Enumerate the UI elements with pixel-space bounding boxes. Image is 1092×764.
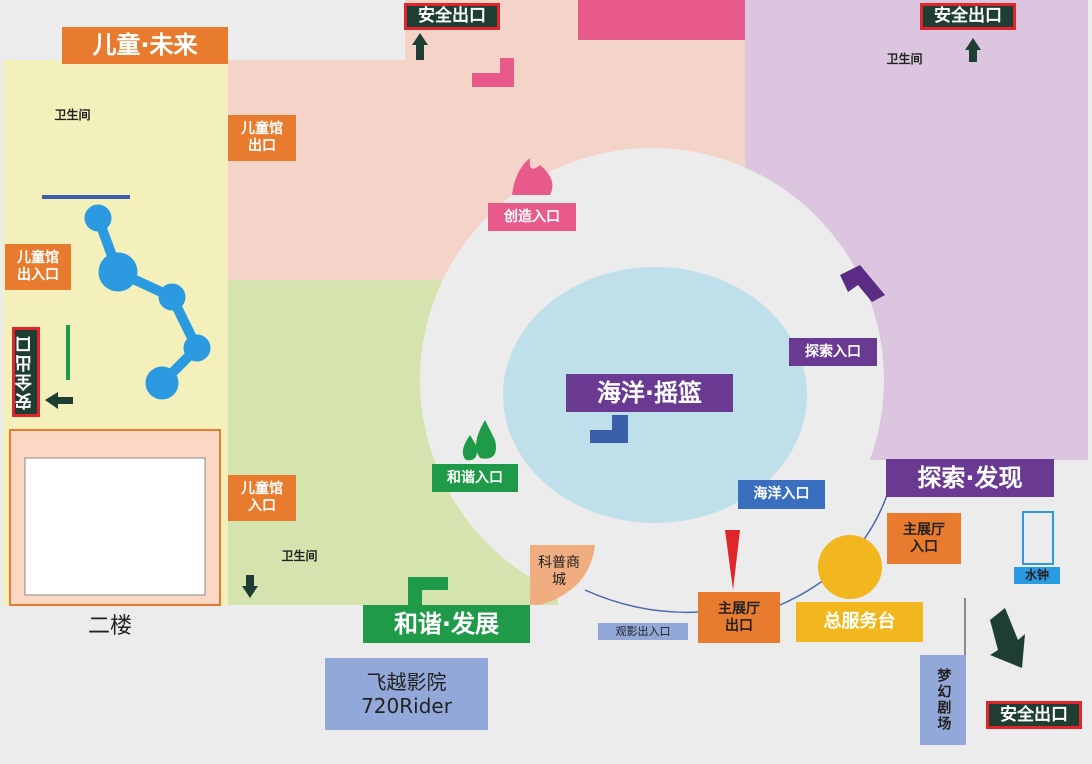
second-floor-inner [24, 457, 206, 596]
science-shop-area[interactable] [530, 545, 595, 605]
restroom-label: 卫生间 [281, 548, 318, 563]
pink-block [578, 0, 745, 40]
exit-arrow-icon [990, 608, 1025, 668]
playground-structure [84, 204, 211, 400]
safety-exit-sign[interactable]: 安全出口 [404, 3, 500, 30]
exit-arrow-icon [242, 575, 258, 598]
safety-exit-sign[interactable]: 安全出口 [12, 327, 40, 417]
main-hall-entry-label[interactable]: 主展厅入口 [887, 513, 961, 564]
service-desk-label[interactable]: 总服务台 [796, 602, 923, 642]
zone-label-ocean[interactable]: 海洋·摇篮 [566, 374, 733, 412]
water-clock-label[interactable]: 水钟 [1014, 567, 1060, 584]
create-flame-icon [512, 158, 553, 195]
children-entry-label[interactable]: 儿童馆入口 [228, 475, 296, 521]
safety-exit-sign[interactable]: 安全出口 [920, 3, 1016, 30]
exit-arrow-icon [965, 38, 981, 62]
cinema-sublabel: 720Rider [361, 694, 452, 718]
create-pink-marker-icon [472, 58, 514, 87]
main-hall-exit-label[interactable]: 主展厅出口 [698, 592, 780, 643]
walkway-line [584, 589, 701, 614]
children-exit-entry-label[interactable]: 儿童馆出入口 [5, 244, 71, 290]
cinema-label: 飞越影院 [366, 670, 447, 694]
water-clock-icon [1022, 511, 1054, 565]
ocean-blue-marker-icon [590, 415, 628, 443]
guide-red-arrow-icon [725, 530, 740, 590]
create-entrance-label[interactable]: 创造入口 [488, 203, 576, 231]
cinema-box[interactable]: 飞越影院 720Rider [325, 658, 488, 730]
zone-label-harmony[interactable]: 和谐·发展 [363, 605, 530, 643]
restroom-label: 卫生间 [54, 107, 91, 122]
dream-theater-label[interactable]: 梦幻剧场 [920, 655, 966, 745]
cinema-exit-entry-label[interactable]: 观影出入口 [598, 623, 688, 640]
children-exit-label[interactable]: 儿童馆出口 [228, 115, 296, 161]
science-shop-label[interactable]: 科普商城 [538, 555, 580, 588]
second-floor-label: 二楼 [87, 613, 132, 639]
exit-arrow-icon [45, 392, 73, 409]
restroom-label: 卫生间 [886, 51, 923, 66]
service-desk-icon [818, 535, 882, 599]
zone-label-explore[interactable]: 探索·发现 [886, 459, 1054, 497]
harmony-green-marker-icon [408, 577, 448, 605]
safety-exit-sign[interactable]: 安全出口 [986, 701, 1082, 729]
ocean-entrance-label[interactable]: 海洋入口 [738, 480, 825, 509]
exit-arrow-icon [412, 33, 428, 60]
explore-purple-marker-icon [840, 265, 885, 302]
explore-entrance-label[interactable]: 探索入口 [789, 338, 877, 366]
zone-label-children[interactable]: 儿童·未来 [62, 27, 228, 64]
harmony-entrance-label[interactable]: 和谐入口 [432, 464, 518, 492]
harmony-drop-icon [462, 420, 496, 461]
